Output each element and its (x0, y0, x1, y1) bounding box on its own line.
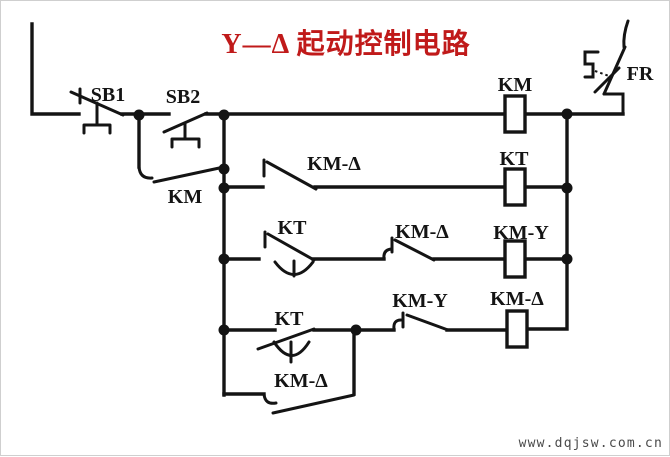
fr-label: FR (627, 63, 654, 85)
junction-dot (133, 109, 145, 121)
km-delta-no-selfhold (262, 392, 356, 415)
kt-row3-label: KT (278, 217, 308, 239)
fr-dotted-link (594, 70, 610, 77)
junction-dot (218, 182, 230, 194)
km-coil-label: KM (498, 74, 533, 96)
km-delta-bottom-arm (271, 393, 356, 415)
kt-delay-nc-row3 (263, 230, 316, 278)
km-y-coil-label: KM-Y (493, 222, 549, 244)
km-y-coil (503, 239, 527, 279)
junction-dot (218, 324, 230, 336)
sb1-actuator-icon (82, 101, 112, 135)
km-delta-bottom-hook (262, 392, 278, 405)
km-delta-row3-label: KM-Δ (395, 221, 449, 243)
km-aux-arm (152, 165, 226, 184)
km-delta-nc-row2 (262, 158, 318, 191)
km-delta-nc-row3 (382, 236, 436, 262)
sb2-label: SB2 (166, 86, 200, 108)
fr-contact (583, 19, 630, 116)
kt-row3-arm (266, 232, 316, 262)
junction-dot (218, 253, 230, 265)
km-aux-contact (137, 165, 226, 184)
junction-dot (218, 109, 230, 121)
junction-dot (561, 253, 573, 265)
fr-lead (622, 19, 630, 49)
fr-slash (593, 66, 621, 94)
junction-dot (561, 182, 573, 194)
fr-heater-icon (583, 50, 600, 79)
wires (30, 22, 625, 397)
sb2-contact (162, 111, 209, 149)
junction-dot (561, 108, 573, 120)
sb1-label: SB1 (91, 84, 125, 106)
km-coil (503, 94, 527, 134)
junction-dots (133, 108, 573, 336)
km-aux-hook (137, 165, 154, 180)
km-delta-coil-label: KM-Δ (490, 288, 544, 310)
km-y-nc-row4 (392, 311, 450, 332)
kt-coil (503, 167, 527, 207)
km-delta-bottom-label: KM-Δ (274, 370, 328, 392)
km-delta-row2-arm (265, 160, 318, 191)
sb1-contact (69, 87, 125, 135)
km-delta-coil (505, 309, 529, 349)
fr-terminal (602, 92, 625, 116)
km-aux-label: KM (168, 186, 203, 208)
junction-dot (218, 163, 230, 175)
watermark: www.dqjsw.com.cn (519, 436, 663, 451)
km-delta-row3-arm (393, 238, 436, 262)
km-y-row4-arm (405, 313, 450, 332)
kt-row4-label: KT (275, 308, 305, 330)
km-y-row4-hook (392, 318, 403, 331)
km-y-row4-label: KM-Y (392, 290, 448, 312)
km-delta-row2-label: KM-Δ (307, 153, 361, 175)
kt-row4-arm (256, 327, 316, 351)
junction-dot (350, 324, 362, 336)
sb2-actuator-icon (170, 121, 201, 149)
kt-delay-no-row4 (256, 327, 316, 364)
km-delta-row3-hook (382, 247, 393, 261)
page-title: Y—Δ 起动控制电路 (221, 28, 470, 60)
kt-coil-label: KT (500, 148, 530, 170)
wire-left-entry (30, 22, 81, 116)
